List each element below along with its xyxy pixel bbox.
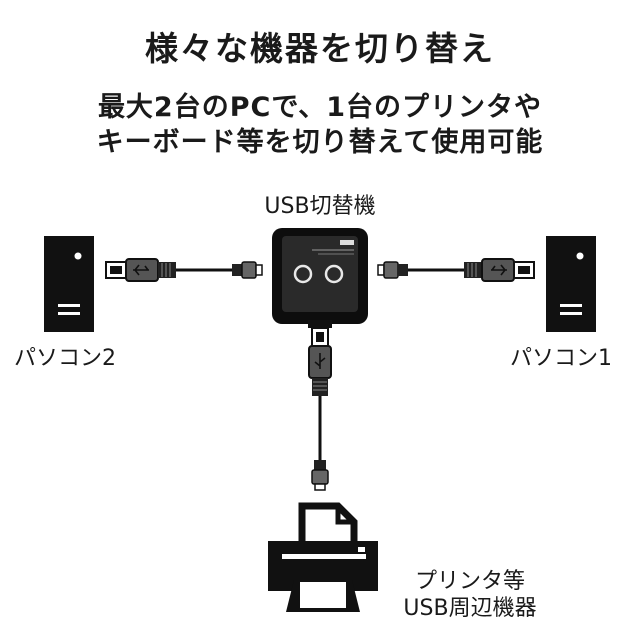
usb-mini-plug-icon [232,261,263,279]
usb-mini-plug-icon [311,460,329,491]
usb-a-plug-icon [105,258,176,282]
peripheral-label: プリンタ等 USB周辺機器 [360,568,580,622]
usb-cable-bottom [308,327,332,491]
usb-mini-plug-icon [377,261,408,279]
usb-switch-icon [272,228,368,328]
heading: 様々な機器を切り替え [145,29,495,68]
printer-icon [268,502,378,612]
switch-label: USB切替機 [264,194,376,219]
description-line-1: 最大2台のPCで、1台のプリンタや [97,92,543,123]
pc-tower-icon [546,236,596,332]
usb-a-plug-icon [308,327,332,396]
peripheral-label-line-2: USB周辺機器 [403,596,537,621]
usb-cable-left [105,258,263,282]
usb-cable-right [377,258,535,282]
pc2-label: パソコン2 [14,346,116,371]
pc1-label: パソコン1 [510,346,612,371]
description-line-2: キーボード等を切り替えて使用可能 [96,127,544,158]
usb-a-plug-icon [464,258,535,282]
pc-tower-icon [44,236,94,332]
peripheral-label-line-1: プリンタ等 [414,569,525,594]
